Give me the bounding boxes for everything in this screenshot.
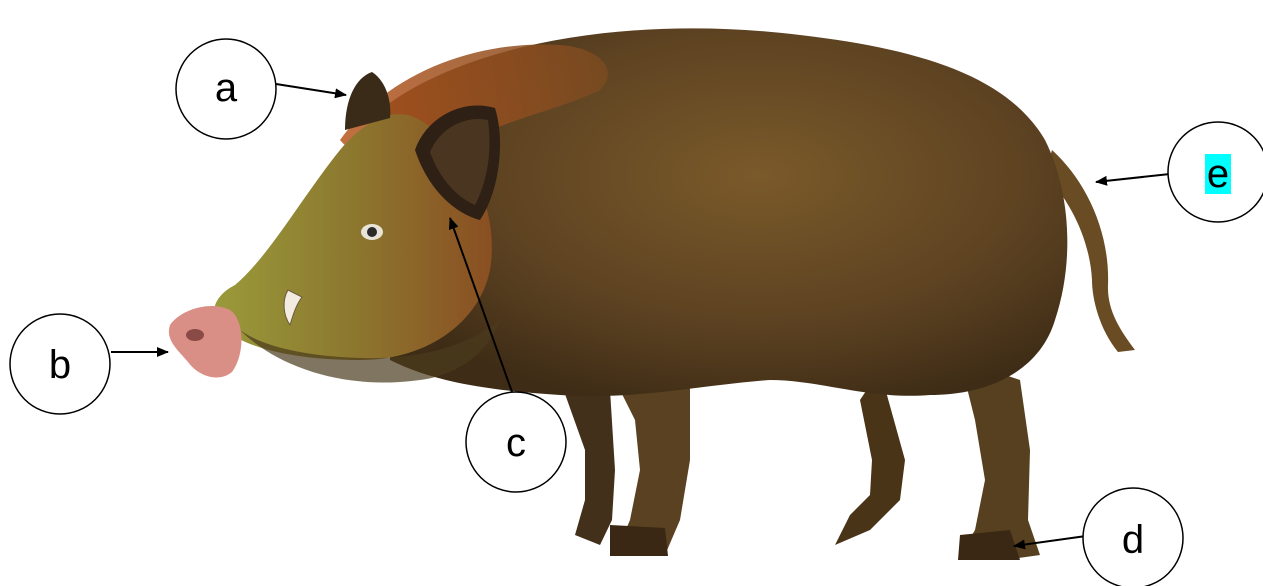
arrow-e bbox=[1096, 174, 1170, 182]
boar-snout bbox=[169, 306, 242, 377]
boar-front-leg-far bbox=[560, 380, 615, 545]
boar-illustration bbox=[169, 28, 1135, 560]
arrow-a bbox=[276, 84, 346, 95]
boar-nostril bbox=[186, 329, 204, 341]
boar-hoof-back bbox=[958, 530, 1020, 560]
label-b: b bbox=[49, 343, 71, 387]
label-d: d bbox=[1122, 518, 1144, 562]
callout-b: b bbox=[10, 314, 168, 414]
callout-a: a bbox=[176, 39, 346, 139]
boar-back-leg-far bbox=[835, 370, 905, 545]
label-e: e bbox=[1207, 152, 1229, 196]
label-c: c bbox=[506, 421, 526, 465]
callout-e: e bbox=[1096, 122, 1263, 222]
boar-pupil bbox=[367, 227, 377, 237]
boar-hoof-front bbox=[610, 525, 668, 556]
callout-d: d bbox=[1014, 488, 1183, 586]
label-a: a bbox=[215, 66, 238, 110]
